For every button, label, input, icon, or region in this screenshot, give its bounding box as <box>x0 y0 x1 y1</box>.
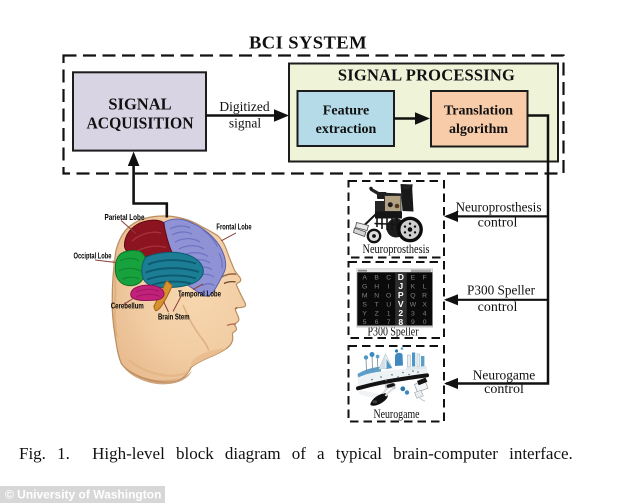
svg-text:L: L <box>423 283 427 290</box>
svg-text:BCI SYSTEM: BCI SYSTEM <box>249 33 367 53</box>
svg-text:Brain Stem: Brain Stem <box>158 312 190 322</box>
svg-text:SIGNAL PROCESSING: SIGNAL PROCESSING <box>338 66 515 85</box>
svg-text:O: O <box>386 292 391 299</box>
svg-text:B: B <box>374 274 379 281</box>
svg-text:M: M <box>362 292 368 299</box>
svg-text:N: N <box>374 292 379 299</box>
svg-text:3: 3 <box>411 310 415 317</box>
svg-text:6: 6 <box>375 319 379 326</box>
svg-text:G: G <box>362 283 367 290</box>
svg-text:ACQUISITION: ACQUISITION <box>87 114 194 133</box>
svg-text:signal: signal <box>229 116 261 131</box>
svg-text:A: A <box>362 274 367 281</box>
svg-text:C: C <box>386 274 391 281</box>
svg-text:Feature: Feature <box>323 104 369 119</box>
svg-text:0: 0 <box>423 319 427 326</box>
svg-text:Neurogame: Neurogame <box>374 406 420 421</box>
svg-text:I: I <box>388 283 390 290</box>
svg-text:V: V <box>398 299 404 309</box>
svg-text:extraction: extraction <box>316 122 377 137</box>
svg-text:Digitized: Digitized <box>219 99 269 114</box>
svg-text:Q: Q <box>410 292 415 299</box>
svg-text:Translation: Translation <box>444 104 513 119</box>
svg-text:F: F <box>423 274 427 281</box>
svg-text:SIGNAL: SIGNAL <box>108 95 171 114</box>
svg-text:Neuroprosthesis: Neuroprosthesis <box>456 201 542 216</box>
svg-text:W: W <box>410 301 417 308</box>
svg-text:Parietal Lobe: Parietal Lobe <box>105 212 145 222</box>
svg-text:control: control <box>484 382 524 397</box>
svg-text:7: 7 <box>387 319 391 326</box>
svg-text:8: 8 <box>398 317 403 327</box>
svg-text:Cerebellum: Cerebellum <box>111 301 144 311</box>
svg-text:P300 Speller: P300 Speller <box>467 284 535 299</box>
svg-text:5: 5 <box>363 319 367 326</box>
svg-text:D: D <box>398 272 404 282</box>
svg-text:Temporal Lobe: Temporal Lobe <box>178 288 221 298</box>
svg-text:U: U <box>386 301 391 308</box>
svg-text:4: 4 <box>423 310 427 317</box>
svg-text:Y: Y <box>362 310 367 317</box>
svg-text:Occiptal Lobe: Occiptal Lobe <box>74 251 112 261</box>
svg-text:Frontal Lobe: Frontal Lobe <box>216 221 251 231</box>
svg-text:K: K <box>411 283 416 290</box>
svg-text:algorithm: algorithm <box>449 122 508 137</box>
svg-text:Fig. 1. High-level block diag: Fig. 1. High-level block diagram of a ty… <box>19 444 573 463</box>
svg-text:control: control <box>478 216 518 231</box>
svg-text:control: control <box>478 300 518 315</box>
svg-text:© University of Washington: © University of Washington <box>5 488 161 502</box>
svg-text:Neurogame: Neurogame <box>473 369 536 384</box>
svg-text:J: J <box>398 281 403 291</box>
svg-text:E: E <box>411 274 416 281</box>
svg-text:1: 1 <box>387 310 391 317</box>
svg-text:P: P <box>398 290 404 300</box>
svg-text:R: R <box>422 292 427 299</box>
svg-text:Neuroprosthesis: Neuroprosthesis <box>363 241 430 256</box>
svg-text:H: H <box>374 283 379 290</box>
svg-text:2: 2 <box>398 308 403 318</box>
svg-text:S: S <box>362 301 367 308</box>
svg-text:9: 9 <box>411 319 415 326</box>
svg-text:Z: Z <box>375 310 379 317</box>
svg-text:X: X <box>422 301 427 308</box>
svg-text:T: T <box>375 301 379 308</box>
